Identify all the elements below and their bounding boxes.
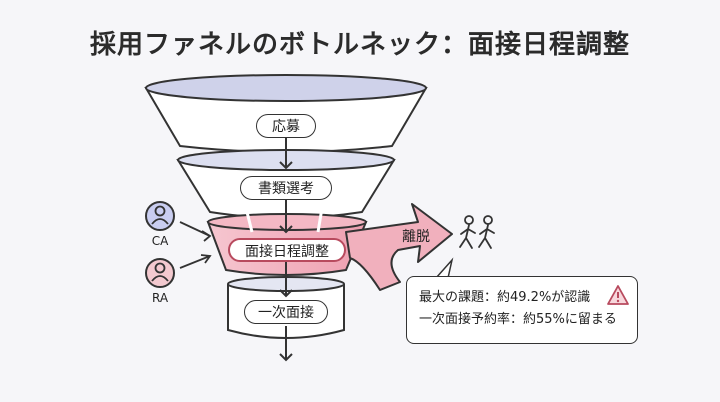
exit-label: 離脱 xyxy=(402,229,430,245)
stage-label-first-interview: 一次面接 xyxy=(244,300,328,324)
person-icon xyxy=(145,258,175,288)
person-icon xyxy=(145,201,175,231)
exit-arrow xyxy=(345,203,453,291)
callout-line-rate: 一次面接予約率：約55%に留まる xyxy=(419,312,617,327)
callout-box: 最大の課題：約49.2%が認識 一次面接予約率：約55%に留まる xyxy=(406,276,638,344)
stage-label-screening: 書類選考 xyxy=(240,176,332,200)
agent-arrows xyxy=(179,221,212,269)
stage-label-scheduling: 面接日程調整 xyxy=(228,238,346,262)
agent-label-ca: CA xyxy=(151,234,169,248)
page-title: 採用ファネルのボトルネック：面接日程調整 xyxy=(89,30,630,60)
callout-pointer xyxy=(435,257,454,279)
warning-icon xyxy=(607,285,629,305)
stage-label-apply: 応募 xyxy=(256,114,316,138)
walking-people-icon xyxy=(459,215,495,249)
agent-label-ra: RA xyxy=(151,291,169,305)
callout-line-issue: 最大の課題：約49.2%が認識 xyxy=(419,290,591,305)
flow-arrows xyxy=(279,138,293,362)
